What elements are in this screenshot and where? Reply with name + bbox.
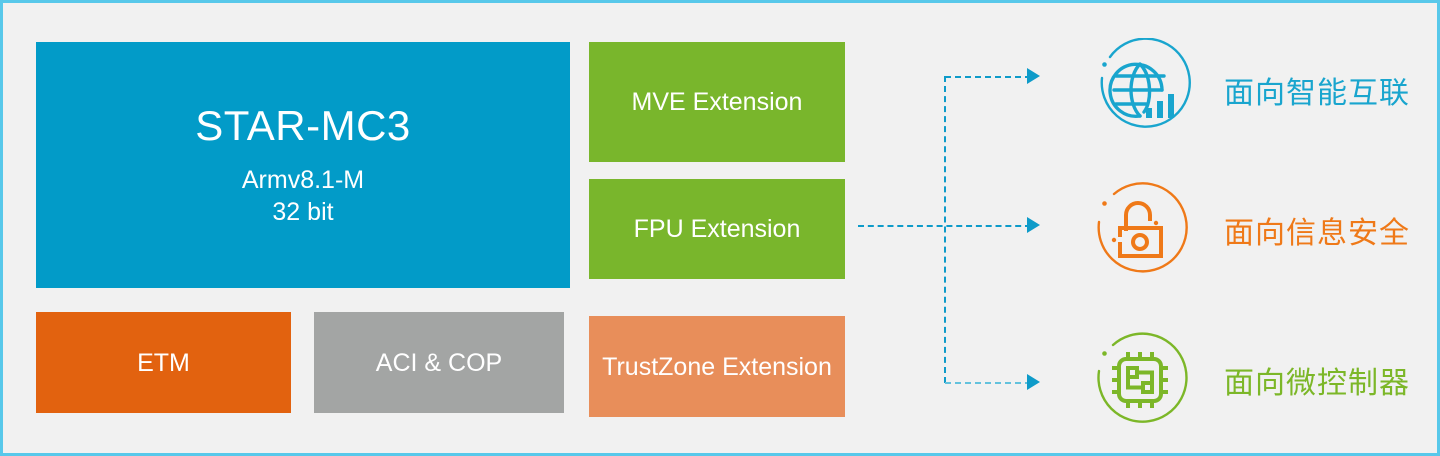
feature-label-iot: 面向智能互联 bbox=[1224, 77, 1410, 110]
connector-vertical-trunk bbox=[944, 76, 946, 383]
block-mve-extension[interactable]: MVE Extension bbox=[589, 42, 845, 162]
block-trustzone-extension[interactable]: TrustZone Extension bbox=[589, 316, 845, 417]
block-fpu-extension[interactable]: FPU Extension bbox=[589, 179, 845, 279]
core-block-star-mc3[interactable]: STAR-MC3 Armv8.1-M 32 bit bbox=[36, 42, 570, 288]
core-bits: 32 bit bbox=[272, 198, 334, 227]
block-etm-label: ETM bbox=[137, 348, 190, 377]
block-fpu-label: FPU Extension bbox=[633, 215, 801, 243]
core-architecture: Armv8.1-M bbox=[241, 165, 365, 194]
feature-label-mcu: 面向微控制器 bbox=[1224, 367, 1410, 400]
block-aci-cop[interactable]: ACI & COP bbox=[314, 312, 564, 413]
microchip-icon bbox=[1088, 328, 1192, 432]
block-aci-cop-label: ACI & COP bbox=[375, 348, 503, 377]
feature-label-security: 面向信息安全 bbox=[1224, 217, 1410, 250]
feature-row-iot[interactable]: 面向智能互联 bbox=[1088, 35, 1410, 145]
core-name: STAR-MC3 bbox=[195, 102, 411, 150]
block-trustzone-label: TrustZone Extension bbox=[602, 352, 832, 381]
arrowhead-bottom bbox=[1027, 374, 1040, 390]
block-mve-label: MVE Extension bbox=[631, 88, 803, 116]
block-etm[interactable]: ETM bbox=[36, 312, 291, 413]
feature-row-security[interactable]: 面向信息安全 bbox=[1088, 175, 1410, 285]
feature-row-mcu[interactable]: 面向微控制器 bbox=[1088, 325, 1410, 435]
globe-chart-icon bbox=[1088, 37, 1192, 142]
connector-branch-top bbox=[945, 76, 1031, 78]
arrowhead-middle bbox=[1027, 217, 1040, 233]
connector-branch-bottom bbox=[945, 382, 1031, 384]
arrowhead-top bbox=[1027, 68, 1040, 84]
connector-branch-middle bbox=[858, 225, 1031, 227]
open-padlock-icon bbox=[1088, 178, 1192, 282]
